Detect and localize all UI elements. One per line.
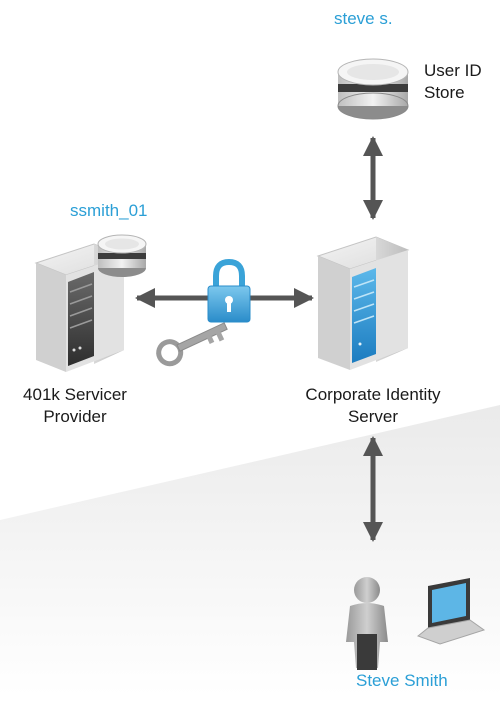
corporate-label-line1: Corporate Identity (305, 385, 441, 404)
floor-plane (0, 405, 500, 696)
laptop-icon (416, 578, 486, 645)
corporate-label-line2: Server (347, 407, 399, 426)
database-icon (97, 234, 147, 277)
top-user-label: steve s. (334, 9, 393, 28)
server-icon (316, 236, 410, 370)
user-store-label-line1: User ID (424, 61, 482, 80)
provider-label-line1: 401k Servicer (23, 385, 127, 404)
provider-user-label: ssmith_01 (70, 201, 148, 220)
database-icon (337, 58, 409, 120)
end-user-label: Steve Smith (356, 671, 448, 690)
key-icon (156, 322, 228, 367)
lock-icon (207, 258, 251, 323)
provider-label-line2: Provider (43, 407, 107, 426)
user-store-label-line2: Store (424, 83, 465, 102)
user-icon (346, 577, 388, 670)
